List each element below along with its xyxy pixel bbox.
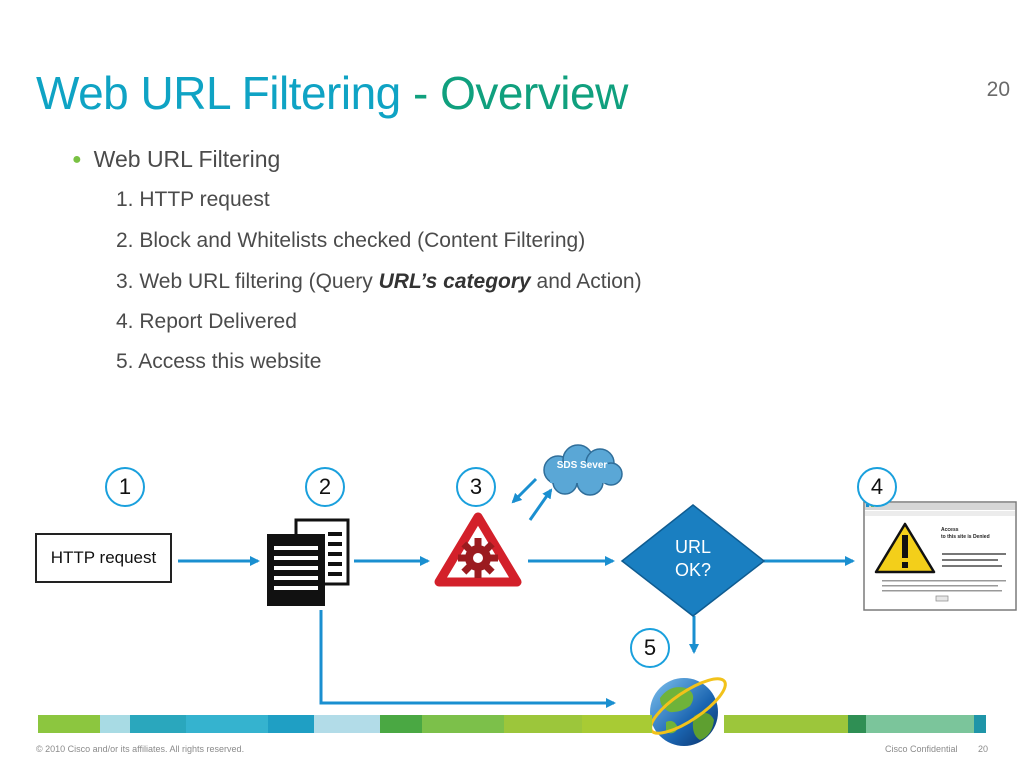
footer-color-bar — [38, 715, 986, 733]
step-3-suffix: and Action) — [530, 270, 642, 293]
arrow-cloud-to-filter — [511, 477, 538, 504]
step-3-text: 3. Web URL filtering (Query URL’s catego… — [116, 270, 642, 294]
step-5-text: 5. Access this website — [116, 350, 322, 373]
decision-diamond — [620, 504, 766, 617]
access-denied-screenshot — [863, 501, 1017, 611]
bullet-main-text: Web URL Filtering — [93, 146, 281, 172]
title-main: Web URL Filtering — [36, 67, 401, 119]
step-3-emphasis: URL’s category — [378, 270, 531, 293]
arrow-bypass-to-internet — [319, 610, 616, 708]
denied-heading-line-1: Access — [941, 527, 959, 533]
step-number-3: 3 — [456, 467, 496, 507]
slide-title: Web URL Filtering - Overview — [36, 70, 628, 116]
decision-line-2: OK? — [674, 560, 712, 580]
http-request-box: HTTP request — [35, 533, 172, 583]
step-1-text: 1. HTTP request — [116, 188, 270, 211]
flow-arrows — [178, 477, 855, 708]
footer-copyright: © 2010 Cisco and/or its affiliates. All … — [36, 744, 245, 754]
step-2-text: 2. Block and Whitelists checked (Content… — [116, 229, 586, 252]
bullet-main: ● Web URL Filtering — [72, 146, 280, 173]
step-number-2: 2 — [305, 467, 345, 507]
documents-icon — [267, 518, 350, 606]
globe-icon — [649, 677, 727, 746]
slide-number: 20 — [986, 78, 1010, 101]
footer-page-number: 20 — [978, 744, 989, 754]
step-number-5: 5 — [630, 628, 670, 668]
footer-confidential: Cisco Confidential — [885, 744, 958, 754]
cloud-label: SDS Sever — [556, 460, 608, 471]
title-suffix: - Overview — [400, 67, 628, 119]
decision-line-1: URL — [674, 537, 711, 557]
arrow-filter-to-cloud — [528, 488, 553, 521]
step-3-prefix: 3. Web URL filtering (Query — [116, 270, 379, 293]
step-number-1: 1 — [105, 467, 145, 507]
warning-gear-icon — [434, 512, 522, 587]
bullet-dot: ● — [72, 151, 82, 168]
step-4-text: 4. Report Delivered — [116, 310, 297, 333]
step-number-4: 4 — [857, 467, 897, 507]
denied-heading-line-2: to this site is Denied — [941, 534, 990, 540]
decision-label: URL OK? — [645, 536, 741, 582]
